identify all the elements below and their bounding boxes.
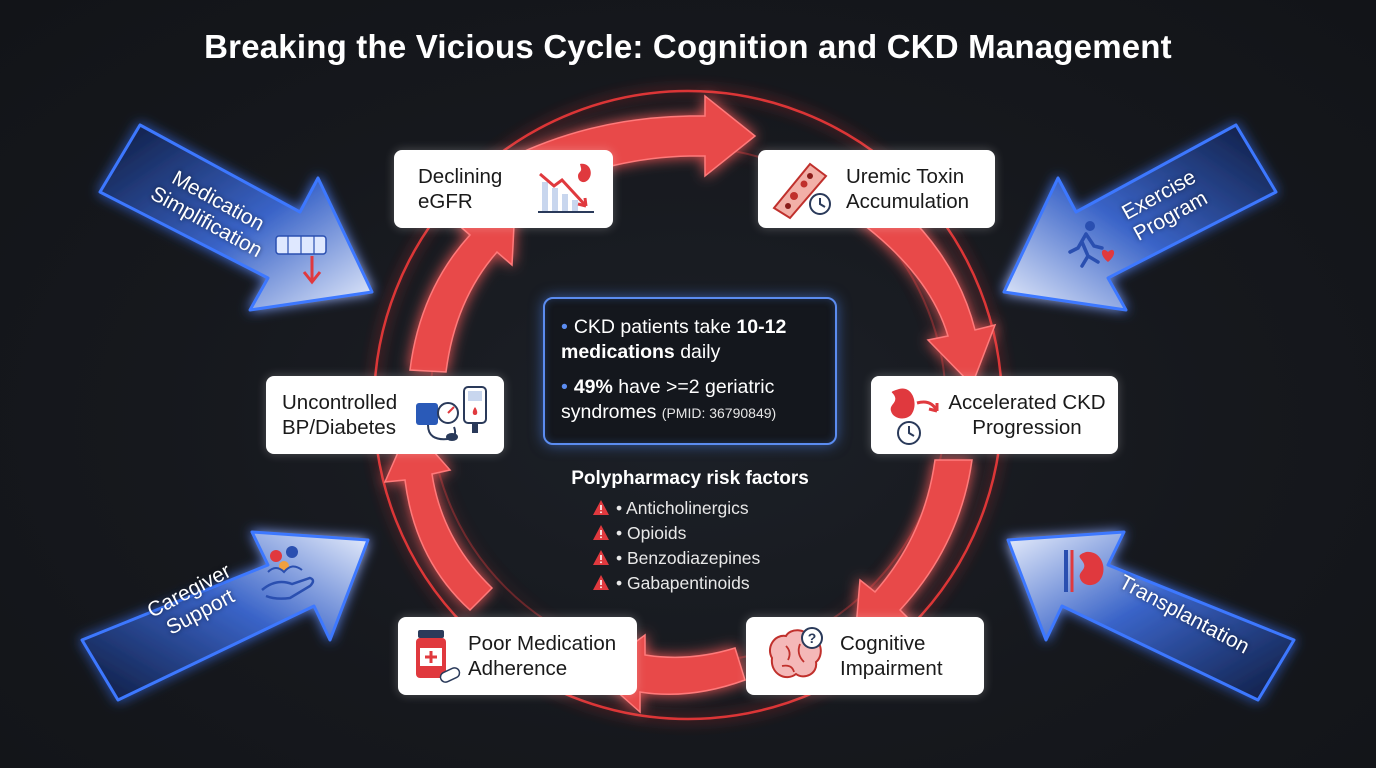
risk-factors-title: Polypharmacy risk factors — [571, 468, 809, 489]
step-label: Uremic Toxin Accumulation — [846, 165, 970, 213]
pill-bottle-icon — [416, 630, 461, 683]
step-uremic-toxin: Uremic Toxin Accumulation — [758, 150, 995, 228]
declining-chart-kidney-icon — [538, 163, 594, 213]
pill-organizer-icon — [275, 235, 327, 285]
step-uncontrolled-bp: Uncontrolled BP/Diabetes — [266, 376, 504, 454]
step-label: Accelerated CKD Progression — [948, 391, 1106, 439]
hand-people-icon — [261, 546, 315, 600]
stat-medications: •CKD patients take 10-12 medications dai… — [561, 316, 787, 363]
step-accelerated-ckd: Accelerated CKD Progression — [871, 376, 1118, 454]
brain-question-icon: ? — [768, 627, 823, 679]
step-label: Uncontrolled BP/Diabetes — [282, 391, 398, 439]
step-poor-adherence: Poor Medication Adherence — [398, 617, 637, 695]
step-declining-egfr: Declining eGFR — [394, 150, 613, 228]
step-cognitive-impairment: ? Cognitive Impairment — [746, 617, 984, 695]
cycle-arrows — [383, 94, 997, 714]
intervention-arrow-caregiver — [80, 530, 370, 702]
svg-text:?: ? — [808, 630, 817, 646]
intervention-arrows — [80, 123, 1296, 702]
risk-item: • Opioids — [616, 523, 687, 543]
runner-heart-icon — [1068, 221, 1115, 268]
center-stats-box: •CKD patients take 10-12 medications dai… — [543, 297, 837, 445]
intervention-arrow-exercise — [1002, 123, 1278, 312]
step-label: Declining eGFR — [418, 165, 503, 213]
kidney-transplant-icon — [1064, 550, 1104, 592]
bp-monitor-glucometer-icon — [416, 386, 487, 441]
risk-item: • Benzodiazepines — [616, 548, 761, 568]
blood-vessel-toxin-icon — [772, 162, 831, 220]
step-label: Poor Medication Adherence — [468, 632, 617, 680]
cycle-arrow-right-lower — [854, 459, 973, 641]
stat-geriatric-syndromes: •49% have >=2 geriatric syndromes (PMID:… — [561, 376, 777, 423]
risk-item: • Gabapentinoids — [616, 573, 750, 593]
intervention-arrow-medication — [98, 123, 374, 312]
kidney-clock-icon — [890, 388, 939, 445]
risk-warning-icons — [593, 500, 609, 590]
step-label: Cognitive Impairment — [840, 632, 943, 680]
risk-item: • Anticholinergics — [616, 498, 749, 518]
diagram-title: Breaking the Vicious Cycle: Cognition an… — [204, 28, 1172, 65]
intervention-arrow-transplant — [1006, 530, 1296, 702]
